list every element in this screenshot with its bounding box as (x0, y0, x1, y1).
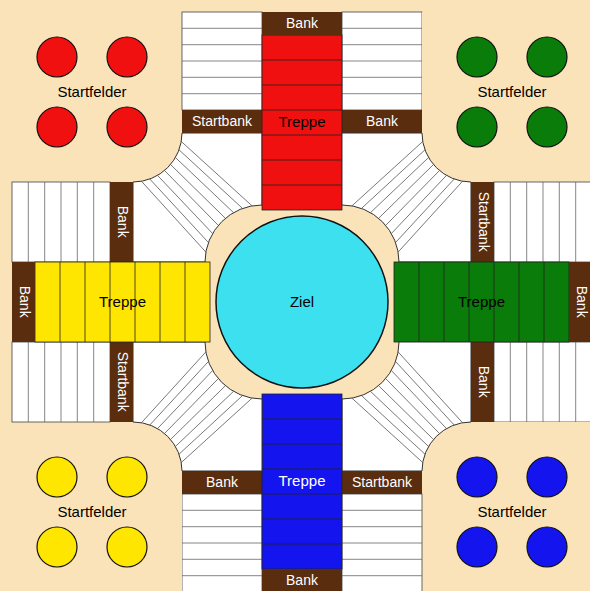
bench-bar: Bank (110, 182, 133, 262)
node-label: Startbank (475, 192, 490, 252)
node-label: Startfelder (57, 84, 126, 101)
node-label: Treppe (279, 473, 326, 490)
goal-circle: Ziel (215, 215, 389, 389)
bench-bar: Startbank (182, 110, 262, 133)
stairs-band: Treppe (262, 35, 342, 210)
start-area: Startfelder (12, 12, 172, 172)
start-area: Startfelder (432, 12, 590, 172)
node-label: Startbank (352, 475, 412, 490)
node-label: Bank (206, 475, 238, 490)
goal-circle-outline (216, 216, 388, 388)
node-label: Startfelder (477, 504, 546, 521)
bench-bar: Bank (471, 342, 494, 422)
bench-bar: Startbank (342, 471, 422, 494)
bench-bar: Bank (262, 12, 342, 35)
stairs-band: Treppe (262, 394, 342, 569)
bench-bar: Bank (569, 262, 590, 342)
node-label: Bank (286, 573, 318, 588)
bench-bar: Bank (342, 110, 422, 133)
node-label: Bank (286, 16, 318, 31)
node-label: Bank (114, 206, 129, 238)
yellow-arm (12, 182, 262, 591)
node-label: Startfelder (57, 504, 126, 521)
node-label: Startbank (114, 352, 129, 412)
stairs-band: Treppe (394, 262, 569, 342)
stairs-band: Treppe (35, 262, 210, 342)
node-label: Treppe (458, 294, 505, 311)
node-label: Treppe (99, 294, 146, 311)
start-area: Startfelder (12, 432, 172, 591)
node-label: Bank (366, 114, 398, 129)
node-label: Bank (16, 286, 31, 318)
node-label: Startfelder (477, 84, 546, 101)
node-label: Bank (475, 366, 490, 398)
node-label: Bank (573, 286, 588, 318)
start-area: Startfelder (432, 432, 590, 591)
node-label: Treppe (279, 114, 326, 131)
bench-bar: Bank (12, 262, 35, 342)
bench-bar: Bank (182, 471, 262, 494)
bench-bar: Startbank (471, 182, 494, 262)
node-label: Startbank (192, 114, 252, 129)
bench-bar: Bank (262, 569, 342, 591)
bench-bar: Startbank (110, 342, 133, 422)
node-label: Ziel (290, 294, 314, 311)
